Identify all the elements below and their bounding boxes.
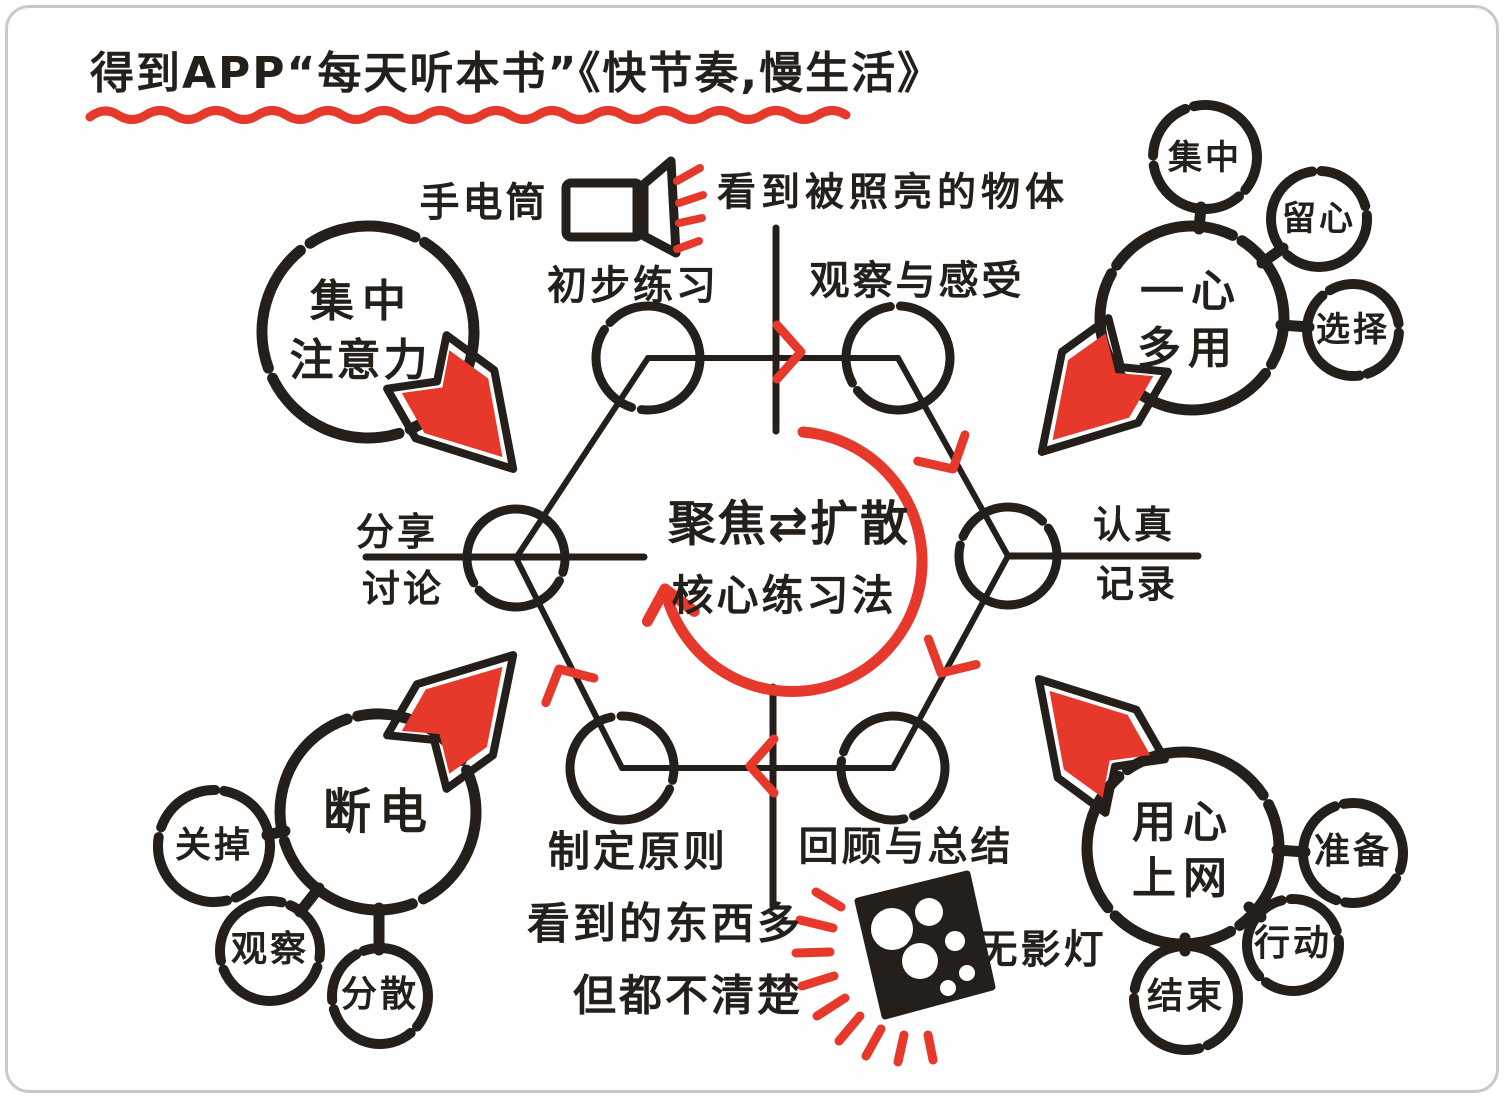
mindful-surfing-label-line2: 上网 bbox=[1132, 853, 1234, 904]
red-wavy-underline bbox=[85, 106, 851, 124]
flow-arrows bbox=[383, 314, 1172, 817]
focus-attention-label-line1: 集中 bbox=[310, 276, 414, 327]
flow-arrow-bottom-right bbox=[1034, 675, 1169, 817]
hex-node-label-observe-feel: 观察与感受 bbox=[809, 258, 1025, 304]
flashlight-body bbox=[561, 178, 645, 242]
flow-arrow-top-left bbox=[383, 331, 518, 473]
bubble-power-off bbox=[274, 708, 482, 916]
chevron-upper-right bbox=[913, 430, 970, 474]
hexagon-node-circles bbox=[462, 301, 1062, 825]
chevron-top bbox=[772, 320, 806, 384]
satellite-label-concentrate: 集中 bbox=[1168, 138, 1242, 178]
multitasking-label-line2: 多用 bbox=[1137, 323, 1239, 374]
chevron-lower-left bbox=[541, 664, 599, 708]
hex-node-label-initial-practice: 初步练习 bbox=[547, 263, 719, 309]
satellite-label-disperse: 分散 bbox=[340, 974, 420, 1015]
satellite-label-choose: 选择 bbox=[1316, 310, 1390, 350]
cluster-multitasking-stubs bbox=[1193, 201, 1315, 333]
chevron-lower-right bbox=[923, 634, 981, 678]
focus-attention-label-line2: 注意力 bbox=[289, 335, 431, 386]
cluster-focus-attention bbox=[256, 220, 480, 444]
flow-arrow-top-right bbox=[1037, 314, 1172, 456]
node-circle-observe-feel bbox=[841, 301, 955, 415]
cluster-power-off bbox=[153, 708, 482, 1049]
bubble-sat-observe bbox=[215, 896, 325, 1006]
bubble-focus-attention bbox=[256, 220, 480, 444]
illuminated-object-caption: 看到被照亮的物体 bbox=[716, 170, 1070, 216]
satellite-label-mindful: 留心 bbox=[1282, 199, 1356, 239]
satellite-label-prepare: 准备 bbox=[1313, 831, 1393, 872]
center-method-line2: 核心练习法 bbox=[671, 571, 897, 620]
flow-arrow-bottom-left bbox=[383, 651, 518, 793]
hex-node-label-share-line2: 讨论 bbox=[361, 567, 445, 611]
shadowless-lamp-icon bbox=[791, 870, 996, 1067]
note-blurry-line1: 看到的东西多 bbox=[527, 899, 803, 950]
hex-node-label-record-line1: 认真 bbox=[1092, 503, 1176, 547]
power-off-label: 断电 bbox=[322, 784, 436, 840]
hex-node-label-review: 回顾与总结 bbox=[798, 824, 1014, 870]
hexagon-edges bbox=[513, 355, 1011, 771]
center-cycle-arrow bbox=[641, 426, 928, 698]
node-circle-share bbox=[462, 504, 570, 612]
page-title: 得到APP“每天听本书”《快节奏,慢生活》 bbox=[90, 48, 944, 99]
flashlight-label: 手电筒 bbox=[419, 180, 549, 226]
note-blurry-line2: 但都不清楚 bbox=[573, 971, 803, 1022]
bubble-sat-finish bbox=[1129, 941, 1243, 1056]
flashlight-head bbox=[639, 156, 681, 258]
center-method-line1: 聚焦⇄扩散 bbox=[667, 496, 911, 552]
bubble-sat-prepare bbox=[1298, 798, 1408, 908]
satellite-label-turn-off: 关掉 bbox=[174, 825, 254, 866]
node-circle-initial-practice bbox=[591, 301, 705, 415]
flashlight-icon bbox=[561, 156, 707, 258]
chevron-bottom bbox=[745, 734, 779, 798]
bubble-sat-concentrate bbox=[1148, 100, 1262, 214]
hex-node-label-share-line1: 分享 bbox=[355, 510, 439, 554]
bubble-sat-turn-off bbox=[153, 785, 275, 907]
cycle-direction-chevrons bbox=[541, 320, 981, 798]
lamp-light-rays bbox=[791, 887, 938, 1067]
mindful-surfing-label-line1: 用心 bbox=[1132, 797, 1234, 848]
cluster-mindful-surfing-stubs bbox=[1179, 844, 1311, 957]
lamp-label: 无影灯 bbox=[977, 927, 1107, 973]
node-circle-record bbox=[954, 502, 1062, 610]
multitasking-label-line1: 一心 bbox=[1140, 266, 1242, 317]
node-circle-review bbox=[836, 711, 950, 825]
satellite-label-finish: 结束 bbox=[1146, 976, 1226, 1017]
bubble-sat-choose bbox=[1302, 279, 1404, 381]
hex-node-label-principles: 制定原则 bbox=[547, 827, 729, 876]
cluster-power-off-stubs bbox=[261, 825, 385, 956]
bubble-sat-act bbox=[1242, 894, 1344, 996]
flashlight-beam-rays bbox=[673, 164, 707, 253]
satellite-label-act: 行动 bbox=[1253, 923, 1333, 964]
satellite-label-observe: 观察 bbox=[230, 929, 310, 970]
node-circle-principles bbox=[565, 711, 679, 825]
bubble-sat-mindful bbox=[1266, 166, 1372, 272]
bubble-sat-disperse bbox=[327, 943, 433, 1049]
lamp-bulbs bbox=[871, 898, 975, 996]
hex-node-label-record-line2: 记录 bbox=[1095, 562, 1179, 606]
